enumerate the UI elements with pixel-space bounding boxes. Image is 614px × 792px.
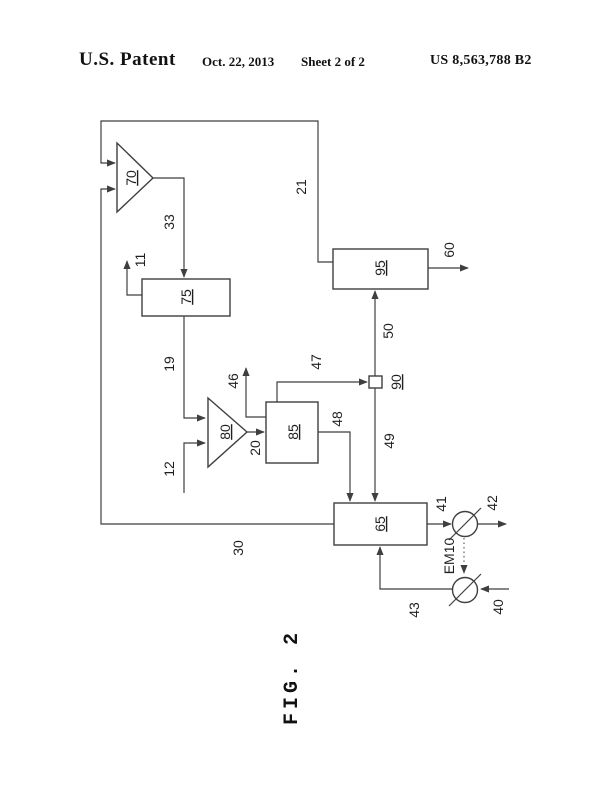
stream-19-line (183, 316, 206, 422)
stream-21-line (100, 120, 333, 263)
stream-46-line (242, 367, 266, 418)
stream-46-label: 46 (225, 373, 241, 389)
component-65-label: 65 (372, 516, 388, 532)
stream-40-label: 40 (490, 599, 506, 615)
pump-bottom-shaft-line (448, 573, 482, 607)
stream-33-line (153, 177, 188, 278)
component-70-label: 70 (123, 170, 139, 186)
stream-43-line (376, 546, 453, 590)
patent-header-patent-number: US 8,563,788 B2 (430, 53, 532, 68)
em10-motor-label: EM10 (441, 538, 457, 575)
component-80-label: 80 (217, 424, 233, 440)
stream-47-label: 47 (308, 354, 324, 370)
patent-header-title: U.S. Patent (79, 49, 176, 70)
valve-90-symbol (368, 375, 383, 389)
stream-60-label: 60 (441, 242, 457, 258)
component-90-label: 90 (388, 374, 404, 390)
stream-11-line (123, 260, 142, 296)
compressor-70-symbol (116, 141, 155, 214)
unit-75-box (141, 278, 231, 317)
stream-11-label: 11 (132, 253, 148, 268)
component-95-label: 95 (372, 260, 388, 276)
stream-20-label: 20 (247, 440, 263, 456)
stream-49-label: 49 (381, 433, 397, 449)
unit-65-box (333, 502, 428, 546)
patent-header-date: Oct. 22, 2013 (202, 54, 275, 69)
stream-43-label: 43 (406, 602, 422, 618)
stream-30-line (100, 185, 334, 525)
stream-50-label: 50 (380, 323, 396, 339)
stream-19-label: 19 (161, 356, 177, 372)
stream-21-label: 21 (293, 179, 309, 195)
stream-33-label: 33 (161, 214, 177, 230)
expander-top-shaft-line (448, 507, 482, 541)
stream-12-label: 12 (161, 461, 177, 477)
stream-42-label: 42 (484, 495, 500, 511)
stream-30-label: 30 (230, 540, 246, 556)
figure-caption: FIG. 2 (281, 629, 304, 725)
stream-47-line (276, 378, 368, 402)
unit-95-box (332, 248, 429, 290)
component-85-label: 85 (285, 424, 301, 440)
stream-41-label: 41 (433, 496, 449, 512)
unit-85-box (265, 401, 319, 464)
stream-48-label: 48 (329, 411, 345, 427)
stream-12-line (183, 439, 206, 493)
patent-header-sheet-number: Sheet 2 of 2 (301, 54, 365, 69)
component-75-label: 75 (178, 289, 194, 305)
compressor-80-symbol (207, 396, 249, 469)
stream-48-line (318, 431, 354, 502)
